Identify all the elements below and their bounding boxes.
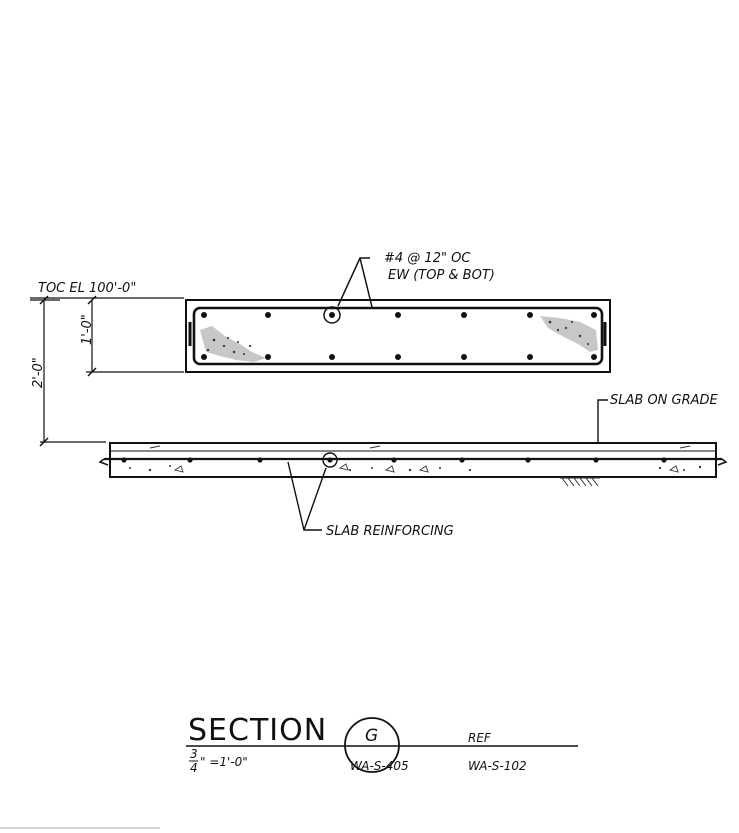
scale-denominator: 4 xyxy=(190,761,198,775)
ref-label: REF xyxy=(468,731,492,745)
dimension-1ft-label: 1'-0" xyxy=(80,314,95,345)
top-rebar-dots xyxy=(201,312,597,318)
scale-text: " =1'-0" xyxy=(200,755,248,769)
elevation-marker xyxy=(30,297,184,301)
rebar-label-line1: #4 @ 12" OC xyxy=(384,251,471,266)
earth-hatch xyxy=(560,477,600,487)
bubble-sheet: WA-S-405 xyxy=(350,759,409,773)
rebar-label-line2: EW (TOP & BOT) xyxy=(388,268,495,283)
footing-rebar-cage xyxy=(192,306,604,366)
slab-on-grade-label: SLAB ON GRADE xyxy=(610,393,719,408)
toc-elevation-label: TOC EL 100'-0" xyxy=(38,281,136,296)
ref-sheet: WA-S-102 xyxy=(468,759,527,773)
slab-on-grade xyxy=(98,442,728,487)
section-bubble xyxy=(344,717,400,773)
slab-on-grade-leader xyxy=(597,399,608,442)
slab-rebar-callout-circle xyxy=(322,452,338,468)
footing-section xyxy=(185,299,611,373)
bottom-rebar-dots xyxy=(201,354,597,360)
concrete-hatch-right xyxy=(540,316,598,352)
footing-outline xyxy=(185,299,611,373)
section-title: SECTION xyxy=(188,713,327,748)
slab-aggregate xyxy=(129,445,702,473)
dimension-1ft xyxy=(86,295,184,377)
slab-reinforcing-leader xyxy=(287,461,327,531)
bubble-letter: G xyxy=(365,726,378,746)
slab-reinforcing-label: SLAB REINFORCING xyxy=(326,524,454,539)
dimension-2ft xyxy=(39,295,106,447)
rebar-callout-circle xyxy=(323,306,341,324)
title-block: SECTION 3 4 " =1'-0" G WA-S-405 REF WA-S… xyxy=(186,713,578,775)
concrete-hatch-left xyxy=(200,326,266,362)
dimension-2ft-label: 2'-0" xyxy=(31,357,46,388)
scale-numerator: 3 xyxy=(190,747,198,761)
rebar-leader xyxy=(337,257,373,308)
slab-rebar-dots xyxy=(121,457,667,463)
